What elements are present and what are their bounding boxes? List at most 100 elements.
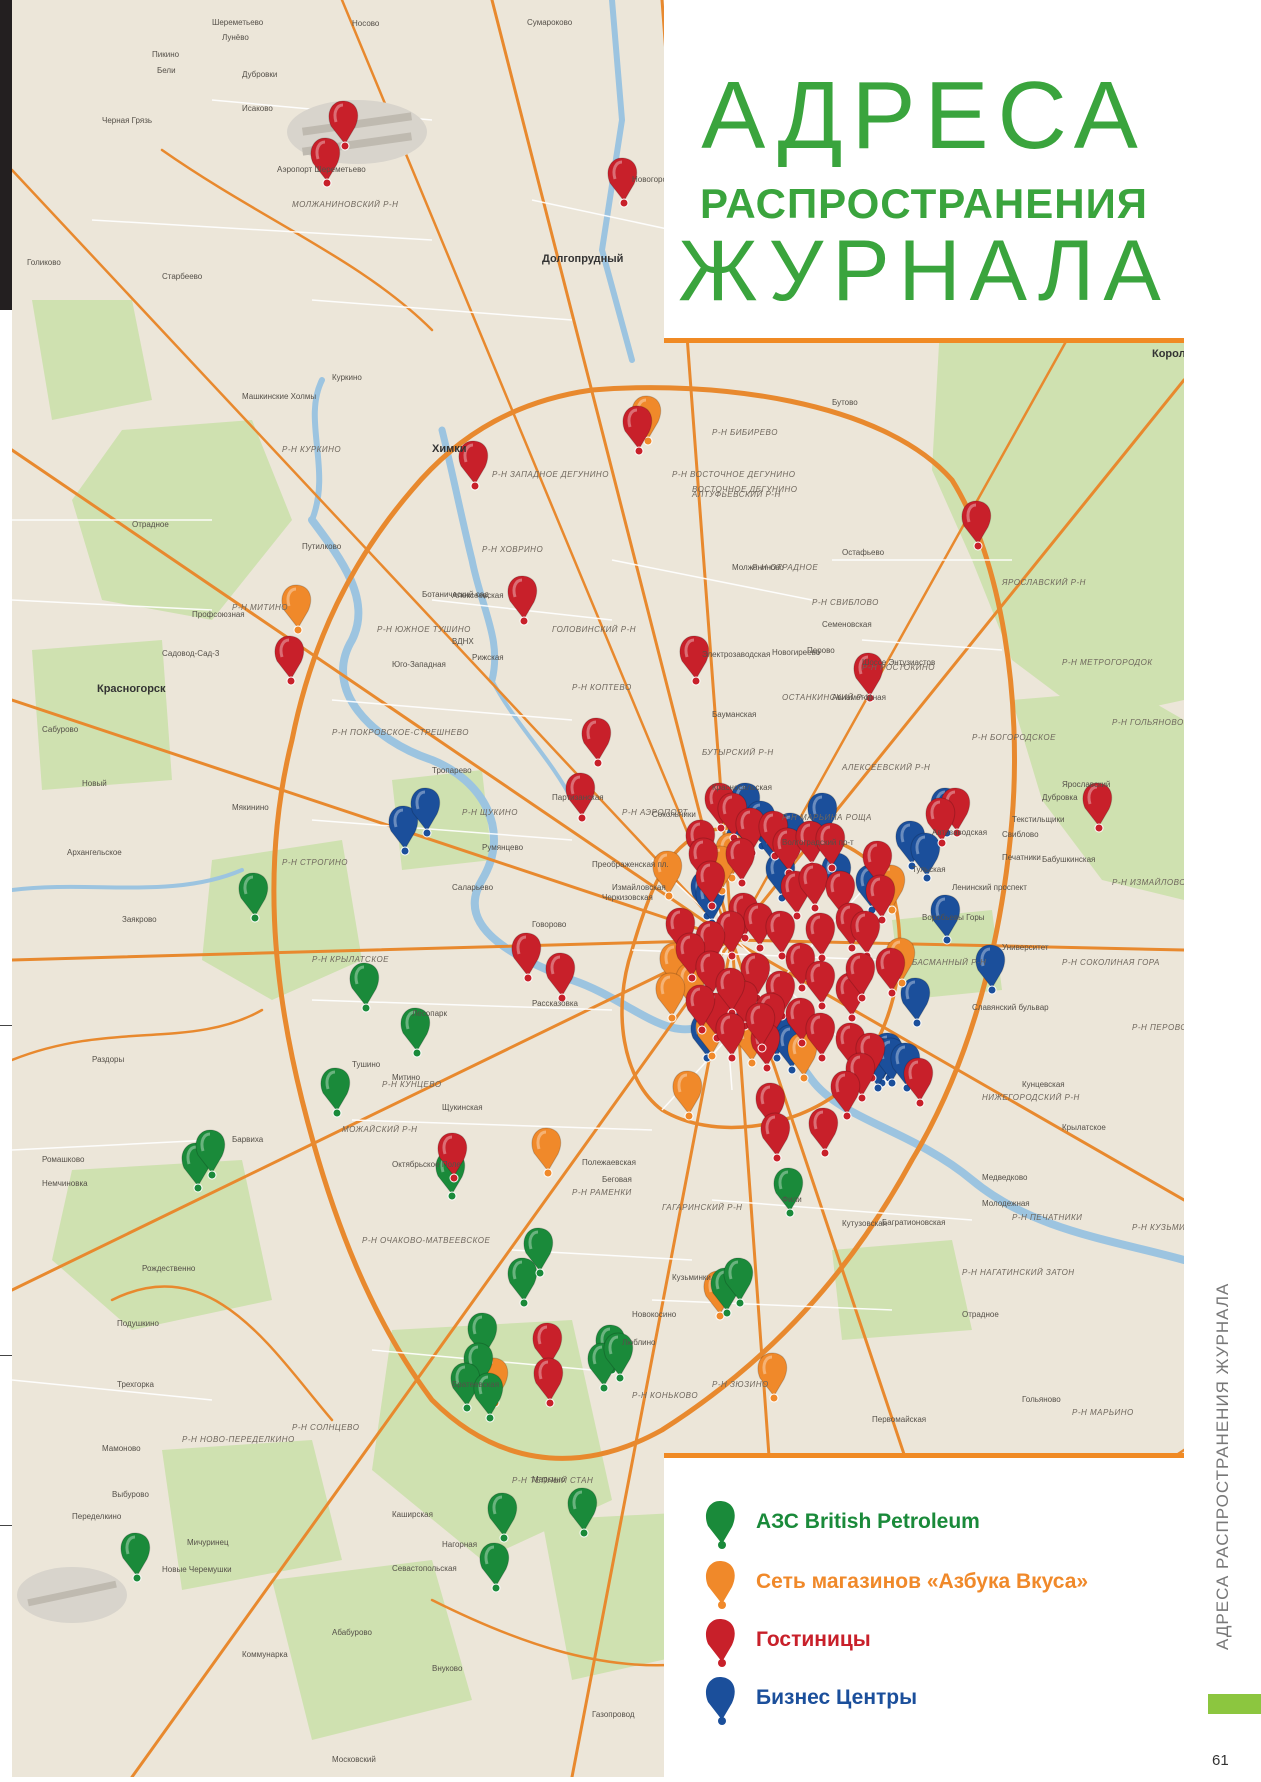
azbuka-store-pin[interactable] — [655, 972, 686, 1023]
hotel-pin[interactable] — [511, 932, 542, 983]
hotel-pin[interactable] — [565, 772, 596, 823]
place-label: Волгоградский пр-т — [782, 838, 854, 847]
hotel-pin[interactable] — [607, 157, 638, 208]
bp-station-pin[interactable] — [349, 962, 380, 1013]
place-label: Остафьево — [842, 548, 885, 557]
place-label: Дубровка — [1042, 793, 1078, 802]
place-label: Сокольники — [652, 810, 696, 819]
margin-tick — [0, 1025, 12, 1026]
hotel-pin[interactable] — [743, 902, 774, 953]
city-label: Королёв — [1152, 348, 1184, 360]
bp-station-pin[interactable] — [603, 1332, 634, 1383]
district-label: МОЛЖАНИНОВСКИЙ Р-Н — [292, 200, 399, 209]
hotel-pin[interactable] — [865, 874, 896, 925]
bp-station-pin[interactable] — [120, 1532, 151, 1583]
hotel-pin[interactable] — [765, 910, 796, 961]
bp-station-pin[interactable] — [473, 1372, 504, 1423]
place-label: Преображенская пл. — [592, 860, 669, 869]
hotel-pin[interactable] — [437, 1132, 468, 1183]
hotel-pin[interactable] — [581, 717, 612, 768]
business-center-pin[interactable] — [930, 894, 961, 945]
bp-station-pin[interactable] — [238, 872, 269, 923]
bp-station-pin[interactable] — [723, 1257, 754, 1308]
bp-station-pin[interactable] — [320, 1067, 351, 1118]
azbuka-store-pin[interactable] — [281, 584, 312, 635]
district-label: Р-Н КУНЦЕВО — [382, 1080, 442, 1089]
district-label: Р-Н МАРЬИНО — [1072, 1408, 1134, 1417]
bp-station-pin[interactable] — [479, 1542, 510, 1593]
hotel-pin[interactable] — [805, 1012, 836, 1063]
hotel-pin[interactable] — [815, 822, 846, 873]
hotel-pin[interactable] — [853, 652, 884, 703]
business-center-pin[interactable] — [975, 944, 1006, 995]
hotel-pin[interactable] — [310, 137, 341, 188]
hotel-pin[interactable] — [533, 1357, 564, 1408]
hotel-pin[interactable] — [679, 635, 710, 686]
business-center-pin[interactable] — [910, 832, 941, 883]
hotel-pin[interactable] — [622, 405, 653, 456]
city-label: Долгопрудный — [542, 253, 624, 265]
hotel-pin[interactable] — [925, 797, 956, 848]
bp-station-pin[interactable] — [567, 1487, 598, 1538]
hotel-pin[interactable] — [725, 837, 756, 888]
place-label: Лунёво — [222, 33, 249, 42]
place-label: Авиамоторная — [832, 693, 886, 702]
bp-station-pin[interactable] — [400, 1007, 431, 1058]
hotel-pin[interactable] — [274, 635, 305, 686]
place-label: Отрадное — [962, 1310, 999, 1319]
hotel-pin[interactable] — [328, 100, 359, 151]
business-center-pin[interactable] — [388, 805, 419, 856]
place-label: Профсоюзная — [192, 610, 245, 619]
place-label: Бауманская — [712, 710, 757, 719]
place-label: Гольяново — [1022, 1395, 1061, 1404]
hotel-pin[interactable] — [745, 1002, 776, 1053]
bp-station-pin[interactable] — [523, 1227, 554, 1278]
business-center-pin[interactable] — [900, 977, 931, 1028]
place-label: Братеевская — [452, 1380, 500, 1389]
legend-item-bp: АЗС British Petroleum — [704, 1500, 980, 1550]
place-label: Садовод-Сад-3 — [162, 649, 220, 658]
hotel-pin[interactable] — [805, 912, 836, 963]
business-center-pin[interactable] — [410, 787, 441, 838]
hotel-pin[interactable] — [961, 500, 992, 551]
hotel-pin[interactable] — [545, 952, 576, 1003]
place-label: Красносельская — [712, 783, 772, 792]
place-label: Багратионовская — [882, 1218, 946, 1227]
bp-station-pin[interactable] — [487, 1492, 518, 1543]
hotel-pin[interactable] — [875, 947, 906, 998]
hotel-pin[interactable] — [805, 960, 836, 1011]
hotel-pin[interactable] — [798, 862, 829, 913]
district-label: ГАГАРИНСКИЙ Р-Н — [662, 1203, 743, 1212]
place-label: Молжаниново — [732, 563, 784, 572]
hotel-pin[interactable] — [760, 1112, 791, 1163]
hotel-pin[interactable] — [845, 952, 876, 1003]
district-label: Р-Н СТРОГИНО — [282, 858, 349, 867]
bp-station-pin[interactable] — [450, 1362, 481, 1413]
place-label: Черкизовская — [602, 893, 653, 902]
district-label: ГОЛОВИНСКИЙ Р-Н — [552, 625, 637, 634]
place-label: Мамоново — [102, 1444, 141, 1453]
hotel-pin[interactable] — [507, 575, 538, 626]
hotel-pin[interactable] — [830, 1070, 861, 1121]
district-label: Р-Н БОГОРОДСКОЕ — [972, 733, 1056, 742]
hotel-pin[interactable] — [685, 984, 716, 1035]
hotel-pin[interactable] — [695, 860, 726, 911]
bp-station-pin[interactable] — [195, 1129, 226, 1180]
hotel-pin[interactable] — [808, 1107, 839, 1158]
hotel-pin[interactable] — [850, 910, 881, 961]
hotel-pin[interactable] — [1082, 782, 1113, 833]
hotel-pin[interactable] — [772, 827, 803, 878]
hotel-pin[interactable] — [715, 1012, 746, 1063]
hotel-pin[interactable] — [845, 1052, 876, 1103]
district-label: Р-Н МИТИНО — [232, 603, 288, 612]
place-label: Отрадное — [132, 520, 169, 529]
bp-station-pin[interactable] — [773, 1167, 804, 1218]
hotel-pin[interactable] — [458, 440, 489, 491]
district-label: Р-Н КОПТЕВО — [572, 683, 632, 692]
azbuka-store-pin[interactable] — [531, 1127, 562, 1178]
hotel-pin[interactable] — [903, 1057, 934, 1108]
azbuka-store-pin[interactable] — [672, 1070, 703, 1121]
bp-station-pin[interactable] — [507, 1257, 538, 1308]
azbuka-store-pin[interactable] — [757, 1352, 788, 1403]
azbuka-store-pin[interactable] — [652, 850, 683, 901]
